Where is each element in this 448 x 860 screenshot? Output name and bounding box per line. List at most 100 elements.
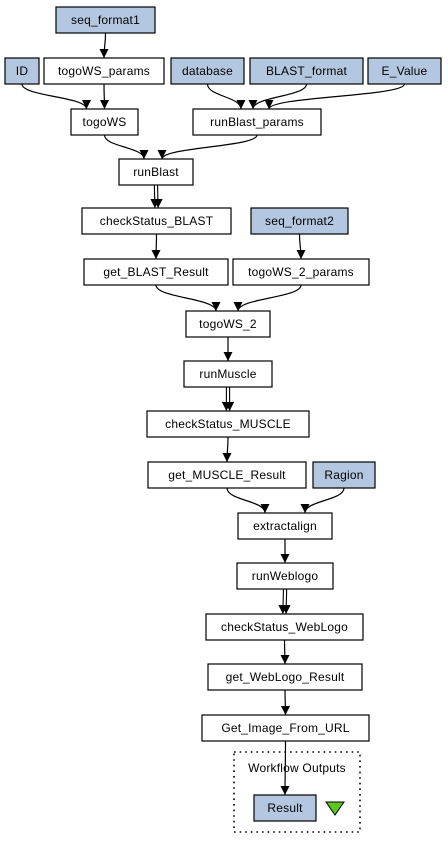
- node-seq-format1[interactable]: seq_format1: [55, 6, 156, 34]
- node-box: [367, 57, 442, 85]
- node-box: [183, 360, 273, 388]
- node-label: runWeblogo: [252, 569, 319, 583]
- node-label: seq_format2: [265, 214, 334, 228]
- edge-Get_Image_From_URL-to-Result: [280, 740, 290, 796]
- node-box: [146, 410, 310, 438]
- edge-togoWS-to-runBlast: [103, 134, 149, 160]
- edge-get_MUSCLE_Result-to-extractalign: [226, 487, 270, 514]
- node-box: [192, 108, 322, 136]
- edge-runWeblogo-to-checkStatus_WebLogo: [281, 588, 291, 615]
- node-label: checkStatus_WebLogo: [221, 620, 348, 634]
- node-result[interactable]: Result: [253, 794, 317, 822]
- node-box: [249, 57, 364, 85]
- node-database[interactable]: database: [170, 57, 245, 85]
- node-label: Result: [267, 801, 303, 815]
- node-runblast-params[interactable]: runBlast_params: [192, 108, 322, 136]
- node-box: [207, 663, 363, 691]
- edge-runBlast-to-checkStatus_BLAST: [150, 184, 160, 209]
- edge-ID-to-togoWS: [21, 83, 91, 110]
- edges-layer: [21, 32, 406, 796]
- node-togows-params[interactable]: togoWS_params: [43, 57, 165, 85]
- node-label: runBlast_params: [210, 115, 304, 129]
- node-label: E_Value: [382, 64, 428, 78]
- node-label: togoWS_params: [58, 64, 150, 78]
- node-runblast[interactable]: runBlast: [118, 158, 194, 186]
- node-box: [70, 108, 139, 136]
- node-box: [170, 57, 245, 85]
- node-label: seq_format1: [71, 13, 140, 27]
- node-label: get_MUSCLE_Result: [168, 468, 286, 482]
- node-box: [201, 714, 370, 742]
- node-get-blast-result[interactable]: get_BLAST_Result: [83, 258, 229, 286]
- node-label: extractalign: [253, 519, 317, 533]
- node-label: BLAST_format: [266, 64, 348, 78]
- node-label: database: [182, 64, 233, 78]
- edge-seq_format2-to-togoWS_2_params: [296, 233, 306, 260]
- node-box: [83, 258, 229, 286]
- edge-get_WebLogo_Result-to-Get_Image_From_URL: [280, 689, 290, 716]
- node-label: get_BLAST_Result: [103, 265, 209, 279]
- node-label: runBlast: [133, 165, 179, 179]
- node-label: Get_Image_From_URL: [221, 721, 349, 735]
- node-e-value[interactable]: E_Value: [367, 57, 442, 85]
- node-get-weblogo-result[interactable]: get_WebLogo_Result: [207, 663, 363, 691]
- node-ragion[interactable]: Ragion: [312, 461, 376, 489]
- node-get-muscle-result[interactable]: get_MUSCLE_Result: [147, 461, 307, 489]
- edge-checkStatus_BLAST-to-get_BLAST_Result: [151, 233, 161, 260]
- node-box: [312, 461, 376, 489]
- node-togows[interactable]: togoWS: [70, 108, 139, 136]
- workflow-outputs-label: Workflow Outputs: [248, 761, 346, 775]
- node-box: [205, 613, 364, 641]
- edge-togoWS_2_params-to-togoWS_2: [233, 284, 302, 312]
- node-label: togoWS: [83, 115, 127, 129]
- node-box: [147, 461, 307, 489]
- edge-checkStatus_MUSCLE-to-get_MUSCLE_Result: [222, 436, 232, 463]
- node-box: [250, 207, 349, 235]
- node-box: [81, 207, 232, 235]
- workflow-outputs-box: [233, 751, 361, 833]
- node-runmuscle[interactable]: runMuscle: [183, 360, 273, 388]
- workflow-outputs-group: Workflow Outputs: [233, 751, 361, 833]
- node-box: [253, 794, 317, 822]
- node-box: [4, 57, 40, 85]
- node-box: [185, 310, 271, 338]
- node-label: checkStatus_MUSCLE: [165, 417, 291, 431]
- node-label: checkStatus_BLAST: [100, 214, 214, 228]
- node-runweblogo[interactable]: runWeblogo: [236, 562, 334, 590]
- edge-get_BLAST_Result-to-togoWS_2: [155, 284, 221, 312]
- node-extractalign[interactable]: extractalign: [237, 512, 333, 540]
- edge-seq_format1-to-togoWS_params: [99, 32, 109, 59]
- node-label: Ragion: [324, 468, 363, 482]
- node-box: [118, 158, 194, 186]
- node-label: get_WebLogo_Result: [226, 670, 345, 684]
- node-label: togoWS_2_params: [248, 265, 354, 279]
- node-label: togoWS_2: [199, 317, 257, 331]
- edge-E_Value-to-runBlast_params: [264, 83, 406, 110]
- node-togows-2-params[interactable]: togoWS_2_params: [232, 258, 370, 286]
- node-box: [43, 57, 165, 85]
- node-get-image-from-url[interactable]: Get_Image_From_URL: [201, 714, 370, 742]
- node-checkstatus-blast[interactable]: checkStatus_BLAST: [81, 207, 232, 235]
- node-label: ID: [16, 64, 29, 78]
- edge-Ragion-to-extractalign: [300, 487, 345, 514]
- node-seq-format2[interactable]: seq_format2: [250, 207, 349, 235]
- node-checkstatus-muscle[interactable]: checkStatus_MUSCLE: [146, 410, 310, 438]
- edge-runWeblogo-to-checkStatus_WebLogo: [278, 588, 288, 615]
- node-checkstatus-weblogo[interactable]: checkStatus_WebLogo: [205, 613, 364, 641]
- node-box: [237, 512, 333, 540]
- node-box: [232, 258, 370, 286]
- edge-checkStatus_WebLogo-to-get_WebLogo_Result: [280, 639, 290, 665]
- node-box: [55, 6, 156, 34]
- node-box: [236, 562, 334, 590]
- edge-database-to-runBlast_params: [206, 83, 246, 110]
- node-id[interactable]: ID: [4, 57, 40, 85]
- node-blast-format[interactable]: BLAST_format: [249, 57, 364, 85]
- green-triangle-icon: [325, 801, 345, 816]
- edge-BLAST_format-to-runBlast_params: [248, 83, 308, 110]
- node-togows-2[interactable]: togoWS_2: [185, 310, 271, 338]
- node-label: runMuscle: [199, 367, 256, 381]
- edge-runBlast-to-checkStatus_BLAST: [153, 184, 163, 209]
- edge-togoWS_params-to-togoWS: [99, 83, 109, 110]
